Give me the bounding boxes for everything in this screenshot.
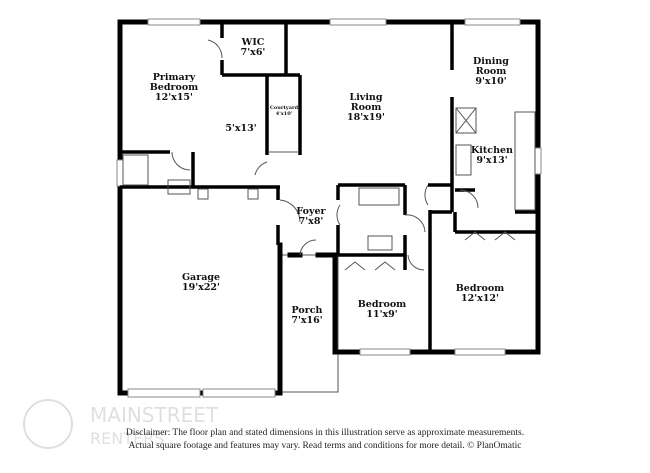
- bedroom-2-label: Bedroom: [358, 299, 406, 310]
- garage-door-left: [127, 388, 201, 398]
- svg-text:MAINSTREET: MAINSTREET: [90, 403, 219, 427]
- disclaimer-line-1: Disclaimer: The floor plan and stated di…: [125, 428, 525, 438]
- bathtub-2: [358, 187, 400, 206]
- stove: [455, 144, 472, 176]
- kitchen-label: Kitchen: [471, 145, 513, 156]
- svg-text:Room: Room: [476, 66, 507, 77]
- garage-label: Garage: [182, 272, 220, 283]
- dining-room-label: Dining: [473, 56, 509, 67]
- sink: [167, 179, 191, 195]
- windows: [116, 18, 542, 398]
- svg-text:4'x10': 4'x10': [276, 111, 293, 117]
- counter: [514, 111, 536, 211]
- interior-walls: [120, 22, 538, 352]
- watermark-logo: MAINSTREET RENTERS: [22, 396, 252, 460]
- svg-text:Room: Room: [351, 102, 382, 113]
- svg-text:11'x9': 11'x9': [366, 309, 397, 320]
- primary-bedroom-label: Primary: [153, 72, 196, 83]
- courtyard-label: Courtyard: [270, 105, 299, 111]
- svg-text:7'x8': 7'x8': [299, 216, 324, 227]
- svg-text:9'x13': 9'x13': [476, 155, 507, 166]
- wic-label: WIC: [241, 37, 265, 48]
- svg-text:7'x6': 7'x6': [241, 47, 266, 58]
- porch-label: Porch: [292, 305, 323, 316]
- bedroom-3-label: Bedroom: [456, 283, 504, 294]
- bathtub: [122, 154, 149, 186]
- foyer-label: Foyer: [296, 206, 326, 217]
- hall-label: 5'x13': [225, 123, 256, 134]
- fixtures: [122, 39, 536, 271]
- svg-text:18'x19': 18'x19': [347, 112, 385, 123]
- svg-text:19'x22': 19'x22': [182, 282, 220, 293]
- svg-text:12'x12': 12'x12': [461, 293, 499, 304]
- svg-text:Bedroom: Bedroom: [150, 82, 198, 93]
- svg-text:7'x16': 7'x16': [291, 315, 322, 326]
- svg-text:RENTERS: RENTERS: [90, 429, 164, 448]
- fridge: [455, 107, 477, 134]
- disclaimer-line-2: Actual square footage and features may v…: [128, 441, 522, 451]
- svg-text:9'x10': 9'x10': [475, 76, 506, 87]
- room-labels: WIC 7'x6' Primary Bedroom 12'x15' 5'x13'…: [150, 37, 513, 326]
- living-room-label: Living: [350, 92, 383, 103]
- porch-outline: [282, 254, 339, 393]
- svg-text:12'x15': 12'x15': [155, 92, 193, 103]
- garage-door-right: [202, 388, 276, 398]
- sink-2: [367, 235, 393, 251]
